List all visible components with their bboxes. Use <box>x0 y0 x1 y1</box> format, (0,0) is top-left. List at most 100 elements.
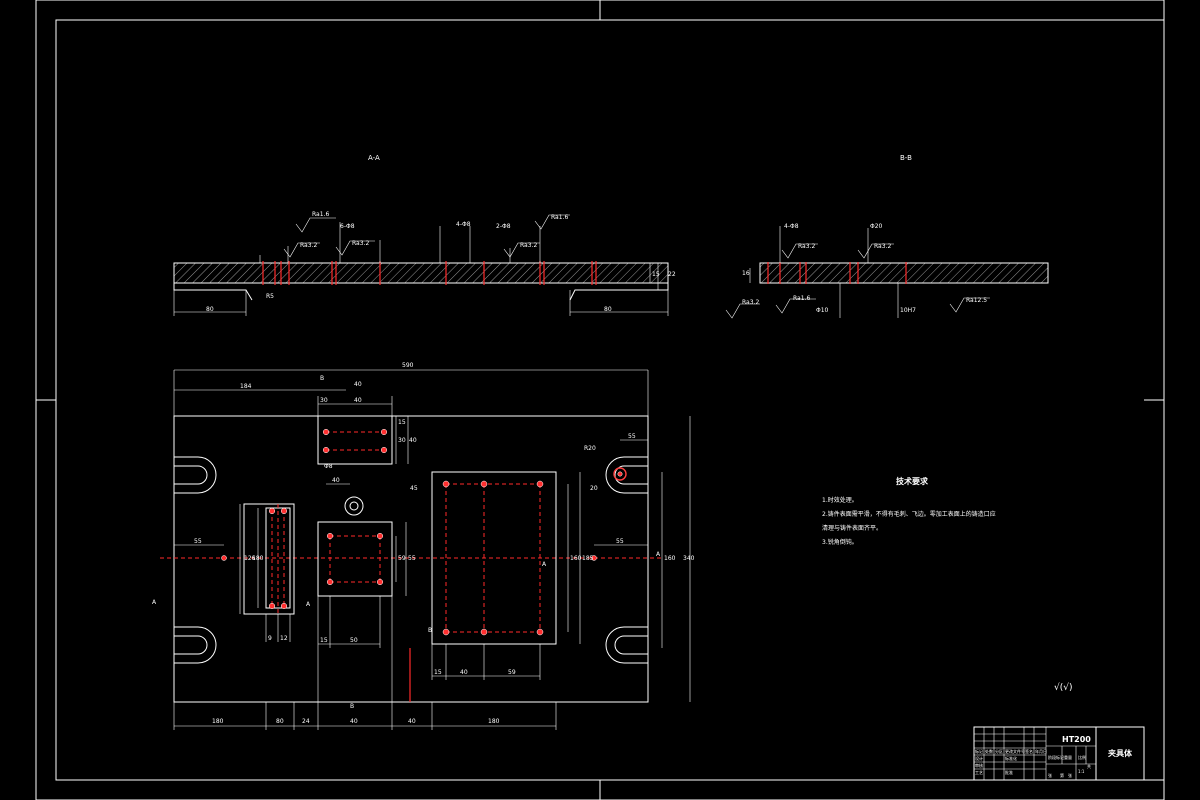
plan-slots <box>174 456 648 664</box>
title-label-no: 第 <box>1060 772 1064 778</box>
roughness-note: √(√) <box>1054 682 1073 693</box>
plan-dim-30-top: 30 <box>320 397 328 404</box>
plan-dim-184: 184 <box>240 383 252 390</box>
plan-dim-50-mid: 50 <box>350 637 358 644</box>
plan-dim-15-bottom: 15 <box>434 669 442 676</box>
plan-dim-160: 160 <box>570 555 582 562</box>
bb-roughness-3: Ra3.2 <box>742 299 759 306</box>
title-label-date: 年月日 <box>1035 748 1047 754</box>
title-label-standard: 标准化 <box>1005 755 1017 761</box>
title-label-sign: 签名 <box>1025 748 1033 754</box>
plan-boss-outer <box>344 496 364 516</box>
title-drawing-name: 夹具体 <box>1108 748 1133 758</box>
aa-holes <box>262 261 597 285</box>
plan-dim-40-top-outer: 40 <box>354 381 362 388</box>
bb-roughness-2: Ra3.2 <box>874 243 891 250</box>
title-block: HT200 夹具体 标记 处数 分区 更改文件号 签名 年月日 设计 标准化 审… <box>973 726 1145 781</box>
title-label-stage: 阶段标记 <box>1048 754 1064 760</box>
plan-dim-15-top: 15 <box>398 419 406 426</box>
section-bb-label: B-B <box>900 154 912 162</box>
plan-right-boss: 55 R20 20 160 <box>584 433 676 648</box>
aa-dim-80-right: 80 <box>604 306 612 313</box>
plan-dim-40-mid: 40 <box>332 477 340 484</box>
aa-roughness-5: Ra1.6 <box>551 214 568 221</box>
plan-section-mark-a-right: A <box>656 551 661 558</box>
title-label-weight: 重量 <box>1064 754 1072 760</box>
plan-large-plate: 160 185 15 40 59 <box>431 471 594 680</box>
tech-req-line-2: 2.铸件表面需平滑，不得有毛刺、飞边。零加工表面上的铸造口应 <box>822 510 996 518</box>
bb-roughness-4: Ra1.6 <box>793 295 810 302</box>
plan-dim-59-bottom: 59 <box>508 669 516 676</box>
plan-dim-55-left: 55 <box>194 538 202 545</box>
aa-dim-2-phi8: 2-Φ8 <box>496 223 511 230</box>
tech-req-line-3: 清理与铸件表面齐平。 <box>822 524 882 532</box>
plan-dim-12: 12 <box>280 635 288 642</box>
plan-section-mark-b-large: B <box>428 627 432 634</box>
plan-dim-80-bottom: 80 <box>276 718 284 725</box>
plan-dim-55-boss: 55 <box>628 433 636 440</box>
plan-dim-r20: R20 <box>584 445 596 452</box>
bb-dim-16: 16 <box>742 270 750 277</box>
title-label-review: 审核 <box>975 762 983 768</box>
title-label-process: 工艺 <box>975 770 983 775</box>
plan-dim-59-mid: 59 <box>398 555 406 562</box>
plan-left-plate: 126 180 9 12 <box>239 503 295 642</box>
title-label-scale: 比例 <box>1078 754 1086 760</box>
aa-dim-4-phi8: 4-Φ8 <box>456 221 471 228</box>
plan-dim-9: 9 <box>268 635 272 642</box>
plan-dim-40-bottom-mid: 40 <box>350 718 358 725</box>
plan-middle-plate: 59 55 15 50 <box>317 521 416 702</box>
plan-section-mark-a-left: A <box>152 599 157 606</box>
bb-roughness-5: Ra12.5 <box>966 297 987 304</box>
aa-dim-r5: R5 <box>266 293 274 300</box>
title-label-zone: 分区 <box>995 748 1003 754</box>
title-label-change-doc: 更改文件号 <box>1005 748 1025 754</box>
bb-dim-10h7: 10H7 <box>900 307 916 314</box>
plan-section-mark-b-bottom: B <box>350 703 354 710</box>
plan-view: 590 184 340 55 55 <box>152 362 695 730</box>
title-label-design: 设计 <box>975 755 983 761</box>
tech-req-title: 技术要求 <box>896 476 929 486</box>
plan-section-mark-b-top: B <box>320 375 324 382</box>
title-label-approve: 批准 <box>1005 769 1013 775</box>
bb-dim-phi20: Φ20 <box>870 223 883 230</box>
plan-section-mark-a-mid: A <box>306 601 311 608</box>
plan-dim-185: 185 <box>582 555 594 562</box>
aa-dim-6-phi8: 6-Φ8 <box>340 223 355 230</box>
section-bb-view: B-B Ra3.2 Ra3.2 Ra3.2 Ra1.6 Ra12.5 4-Φ8 … <box>725 154 1049 319</box>
aa-roughness-4: Ra3.2 <box>520 242 537 249</box>
title-label-mark: 标记 <box>975 748 983 754</box>
sheet-border <box>35 0 1165 800</box>
bb-roughness-1: Ra3.2 <box>798 243 815 250</box>
tech-req-line-4: 3.锐角倒钝。 <box>822 538 858 546</box>
plan-top-plate: 30 40 40 15 30 40 Φ8 40 45 <box>317 381 418 492</box>
aa-dim-15: 15 <box>652 271 660 278</box>
plan-boss-inner <box>349 501 359 511</box>
plan-dim-40-bottom: 40 <box>460 669 468 676</box>
bb-dim-4-phi8: 4-Φ8 <box>784 223 799 230</box>
title-label-ratio: 1:1 <box>1078 769 1085 774</box>
plan-dim-20: 20 <box>590 485 598 492</box>
title-label-sheets: 张 <box>1048 772 1052 778</box>
plan-dim-phi8-top: Φ8 <box>324 463 333 470</box>
plan-dim-30-side: 30 <box>398 437 406 444</box>
plan-section-mark-a-large: A <box>542 561 547 568</box>
plan-dim-160-right: 160 <box>664 555 676 562</box>
plan-dim-55-mid: 55 <box>408 555 416 562</box>
plan-dim-340: 340 <box>683 555 695 562</box>
aa-roughness-2: Ra3.2 <box>300 242 317 249</box>
plan-dim-180-left: 180 <box>252 555 264 562</box>
title-label-count: 处数 <box>985 748 993 754</box>
plan-dim-590: 590 <box>402 362 414 369</box>
title-label-total: 共 <box>1087 763 1091 769</box>
tech-req-line-1: 1.时效处理。 <box>822 496 858 504</box>
plan-dim-180-bottom: 180 <box>212 718 224 725</box>
bb-dim-phi10: Φ10 <box>816 307 829 314</box>
plan-dim-55-right: 55 <box>616 538 624 545</box>
plan-dim-15-mid: 15 <box>320 637 328 644</box>
plan-dim-45: 45 <box>410 485 418 492</box>
plan-dim-40-top: 40 <box>354 397 362 404</box>
aa-dim-22: 22 <box>668 271 676 278</box>
title-material: HT200 <box>1062 735 1091 744</box>
